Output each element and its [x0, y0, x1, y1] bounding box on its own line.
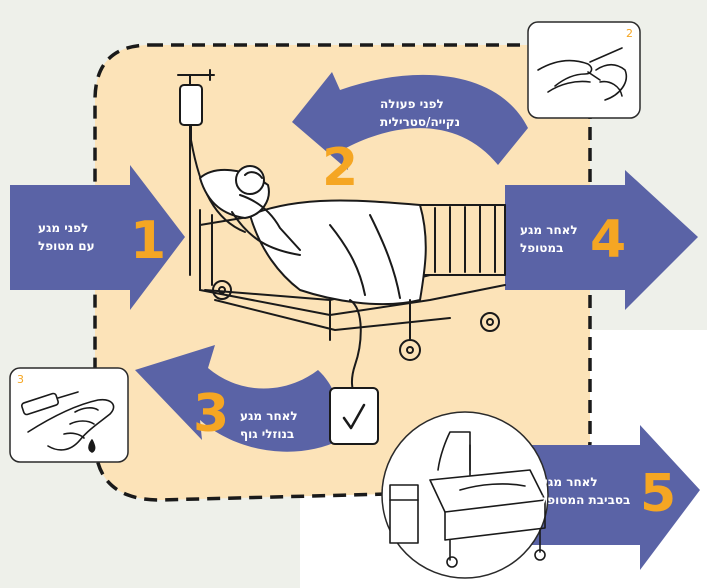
moment-5-number: 5: [640, 468, 676, 520]
moment-4-number: 4: [590, 214, 626, 266]
inset-2-number: 2: [626, 28, 633, 39]
moment-1-line1: לפני מגע: [38, 220, 88, 237]
moment-2-line2: נקייה/סטרילית: [380, 114, 460, 131]
moment-3-number: 3: [193, 388, 229, 440]
moment-3-line1: לאחר מגע: [240, 408, 298, 425]
moment-2-line1: לפני פעולה: [380, 96, 444, 113]
iv-bag-icon: [180, 85, 202, 125]
urine-bag-icon: [330, 388, 378, 444]
moment-1-line2: עם מטופל: [38, 238, 95, 255]
moment-2-number: 2: [322, 142, 358, 194]
moment-5-line2: בסביבת המטופל: [540, 492, 630, 509]
moment-4-line2: במטופל: [520, 240, 563, 257]
inset-frame-2: [528, 22, 640, 118]
moment-4-line1: לאחר מגע: [520, 222, 578, 239]
inset-3-number: 3: [17, 374, 24, 385]
moment-1-number: 1: [130, 215, 166, 267]
moment-5-line1: לאחר מגע: [540, 474, 598, 491]
moment-3-line2: בנוזלי גוף: [240, 426, 294, 443]
